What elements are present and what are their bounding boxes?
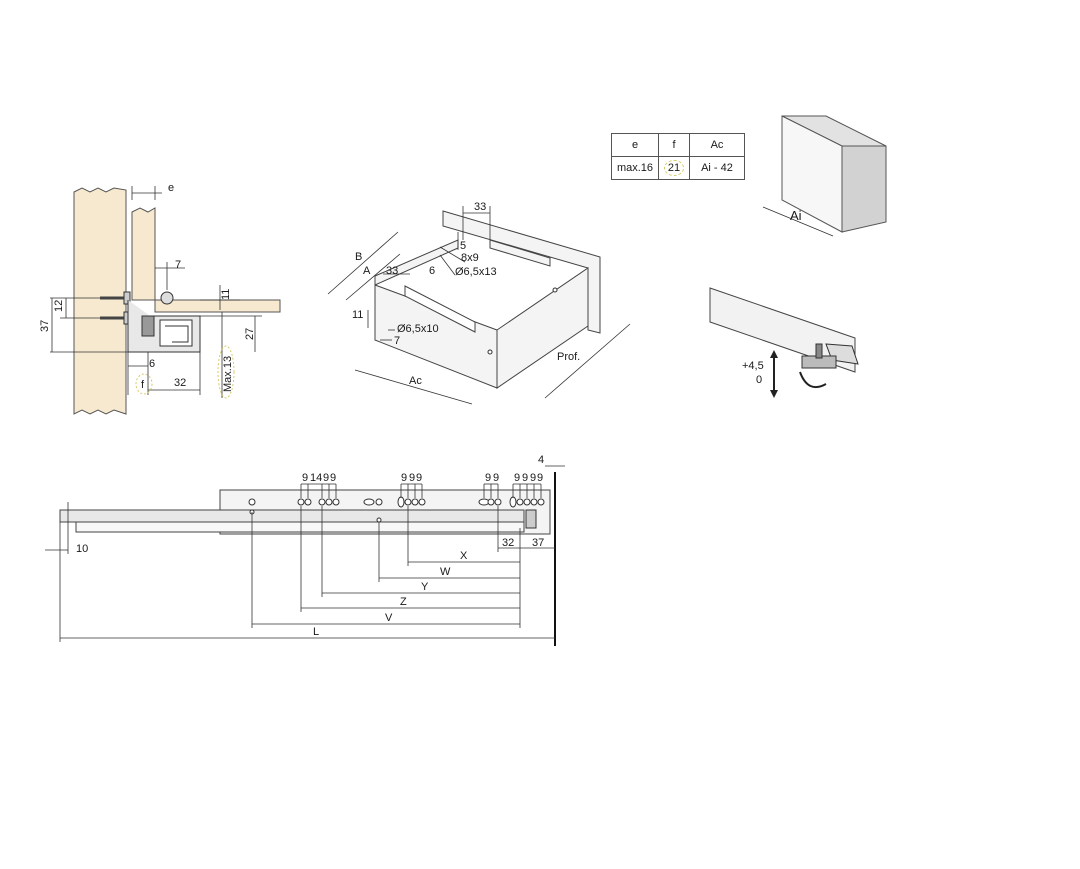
drawer-side [131, 207, 156, 301]
pitch-9-b: 9 [323, 472, 329, 484]
clip-detail: +4,5 0 [709, 287, 859, 398]
drawer-right-side [496, 267, 589, 389]
spec-header-f: f [658, 133, 690, 157]
drawer-inner-rail [489, 239, 551, 267]
rail-holes [248, 496, 545, 523]
pitch-9-l: 9 [537, 472, 543, 484]
spec-table: e f Ac max.16 21 Ai - 42 [611, 133, 745, 180]
drawer-hole-1 [552, 287, 558, 293]
label-7: 7 [175, 259, 181, 271]
rail-inner [59, 509, 525, 523]
label-prof: Prof. [557, 351, 580, 363]
clip-pin [815, 343, 823, 359]
pitch-9-g: 9 [485, 472, 491, 484]
drawer-notch [404, 285, 476, 333]
label-ai: Ai [790, 208, 802, 223]
cabinet-view: Ai [762, 115, 887, 237]
label-y: Y [421, 581, 429, 593]
side-dimensions [50, 186, 262, 398]
label-v: V [385, 612, 393, 624]
rail-lower [75, 521, 525, 533]
cabinet-wall [73, 187, 127, 415]
label-adjust-bottom: 0 [756, 374, 762, 386]
rail-stop [525, 509, 537, 529]
label-33-side: 33 [386, 265, 398, 277]
drawer-hole-2 [487, 349, 493, 355]
label-33-top: 33 [474, 201, 486, 213]
spec-value-e: max.16 [611, 156, 659, 180]
pitch-9-j: 9 [522, 472, 528, 484]
label-10: 10 [76, 543, 88, 555]
label-x: X [460, 550, 468, 562]
label-8x9: 8x9 [461, 252, 479, 264]
label-32: 32 [174, 377, 186, 389]
label-ac: Ac [409, 375, 422, 387]
pitch-9-f: 9 [416, 472, 422, 484]
spec-table-header-row: e f Ac [611, 133, 745, 157]
highlight-max13 [217, 345, 235, 399]
label-6: 6 [149, 358, 155, 370]
label-e: e [168, 182, 174, 194]
label-32-rail: 32 [502, 537, 514, 549]
label-12: 12 [53, 300, 65, 312]
pitch-9-d: 9 [401, 472, 407, 484]
drawer-back-panel [442, 210, 601, 334]
rail-profile [127, 291, 201, 353]
pitch-9-k: 9 [530, 472, 536, 484]
label-11-drawer: 11 [352, 309, 363, 321]
pitch-14: 14 [310, 472, 322, 484]
label-a: A [363, 265, 371, 277]
label-65x10: Ø6,5x10 [397, 323, 439, 335]
pitch-9-i: 9 [514, 472, 520, 484]
pitch-9-e: 9 [409, 472, 415, 484]
rail-dimensions [45, 502, 555, 642]
pitch-9-h: 9 [493, 472, 499, 484]
label-f: f [141, 379, 145, 391]
label-5: 5 [460, 240, 466, 252]
drawer-3d-view: 33 5 B A 8x9 33 6 Ø6,5x13 11 Ø6,5x10 7 A… [327, 201, 631, 405]
spec-table-value-row: max.16 21 Ai - 42 [611, 156, 745, 180]
label-7-drawer: 7 [394, 335, 400, 347]
spec-header-e: e [611, 133, 659, 157]
label-b: B [355, 251, 362, 263]
cabinet-side [841, 145, 887, 233]
spec-value-f: 21 [663, 160, 685, 176]
label-11: 11 [220, 289, 232, 300]
pitch-9-a: 9 [302, 472, 308, 484]
spec-header-ac: Ac [689, 133, 745, 157]
rotate-arrow-icon [799, 371, 827, 388]
label-4: 4 [538, 454, 544, 466]
rail-layout: 9 14 9 9 9 9 9 9 9 9 9 9 9 4 [45, 454, 565, 646]
label-6-drawer: 6 [429, 265, 435, 277]
pitch-9-c: 9 [330, 472, 336, 484]
label-z: Z [400, 596, 407, 608]
label-max13: Max.13 [222, 356, 234, 392]
side-section: e 7 11 12 37 27 6 32 f Max.13 [39, 182, 281, 415]
cabinet-opening [781, 115, 843, 233]
label-w: W [440, 566, 451, 578]
label-adjust-top: +4,5 [742, 360, 764, 372]
drawer-dimensions [327, 206, 631, 405]
label-27: 27 [244, 328, 256, 340]
spec-value-ac: Ai - 42 [689, 156, 745, 180]
drawer-bottom [154, 299, 281, 313]
pitch-ticks [300, 465, 565, 498]
label-65x13: Ø6,5x13 [455, 266, 497, 278]
label-37-rail: 37 [532, 537, 544, 549]
label-37: 37 [39, 320, 51, 332]
spec-value-f-cell: 21 [658, 156, 690, 180]
highlight-f [135, 373, 153, 395]
label-l: L [313, 626, 319, 638]
